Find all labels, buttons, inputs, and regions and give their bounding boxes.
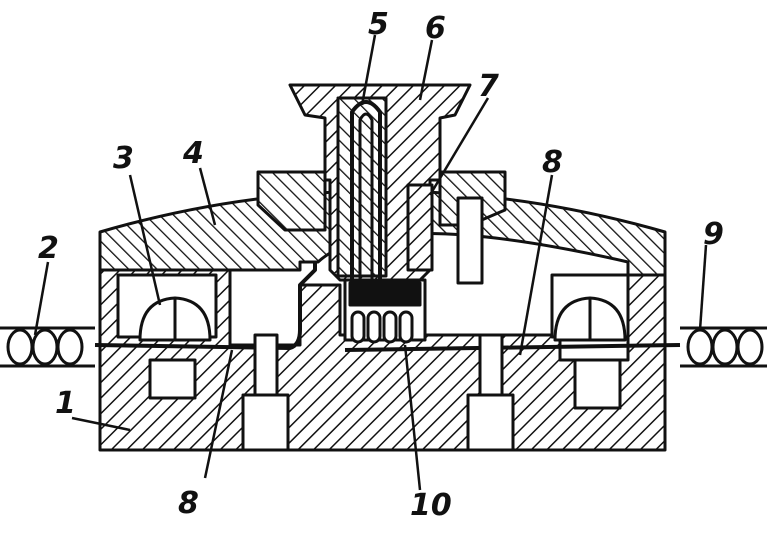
- cover-boss-left: [256, 170, 327, 232]
- right-cable: [680, 326, 767, 368]
- label-10: 10: [410, 488, 452, 523]
- label-4: 4: [182, 136, 204, 171]
- label-7: 7: [478, 69, 499, 104]
- right-wire: [344, 343, 681, 352]
- contact-pin-2: [366, 310, 382, 344]
- left-fastener: [253, 333, 279, 397]
- right-screw-pocket: [466, 393, 515, 452]
- label-9: 9: [703, 217, 724, 252]
- label-1: 1: [55, 386, 76, 421]
- contact-strip: [348, 281, 422, 307]
- right-fastener: [478, 333, 504, 397]
- label-8-left: 8: [178, 486, 199, 521]
- contact-pin-3: [382, 310, 398, 344]
- contact-pin-1: [350, 310, 366, 344]
- label-2: 2: [38, 231, 59, 266]
- left-cable: [0, 326, 95, 368]
- left-screw-pocket: [241, 393, 290, 452]
- left-lower-pocket: [148, 358, 197, 400]
- label-5: 5: [368, 7, 389, 42]
- contact-pin-4: [398, 310, 414, 344]
- left-wire: [94, 262, 317, 350]
- u-element: [350, 100, 382, 280]
- callout-labels: 1 2 3 4 5 6 7 8 8 9 10: [38, 7, 724, 523]
- sleeve: [406, 183, 434, 272]
- leader-lines: [33, 34, 708, 491]
- u-element-inner: [358, 112, 374, 280]
- cover-screw: [456, 196, 484, 285]
- label-8-right: 8: [542, 145, 563, 180]
- label-3: 3: [113, 141, 134, 176]
- right-lower-pocket: [573, 358, 622, 410]
- label-6: 6: [425, 11, 446, 46]
